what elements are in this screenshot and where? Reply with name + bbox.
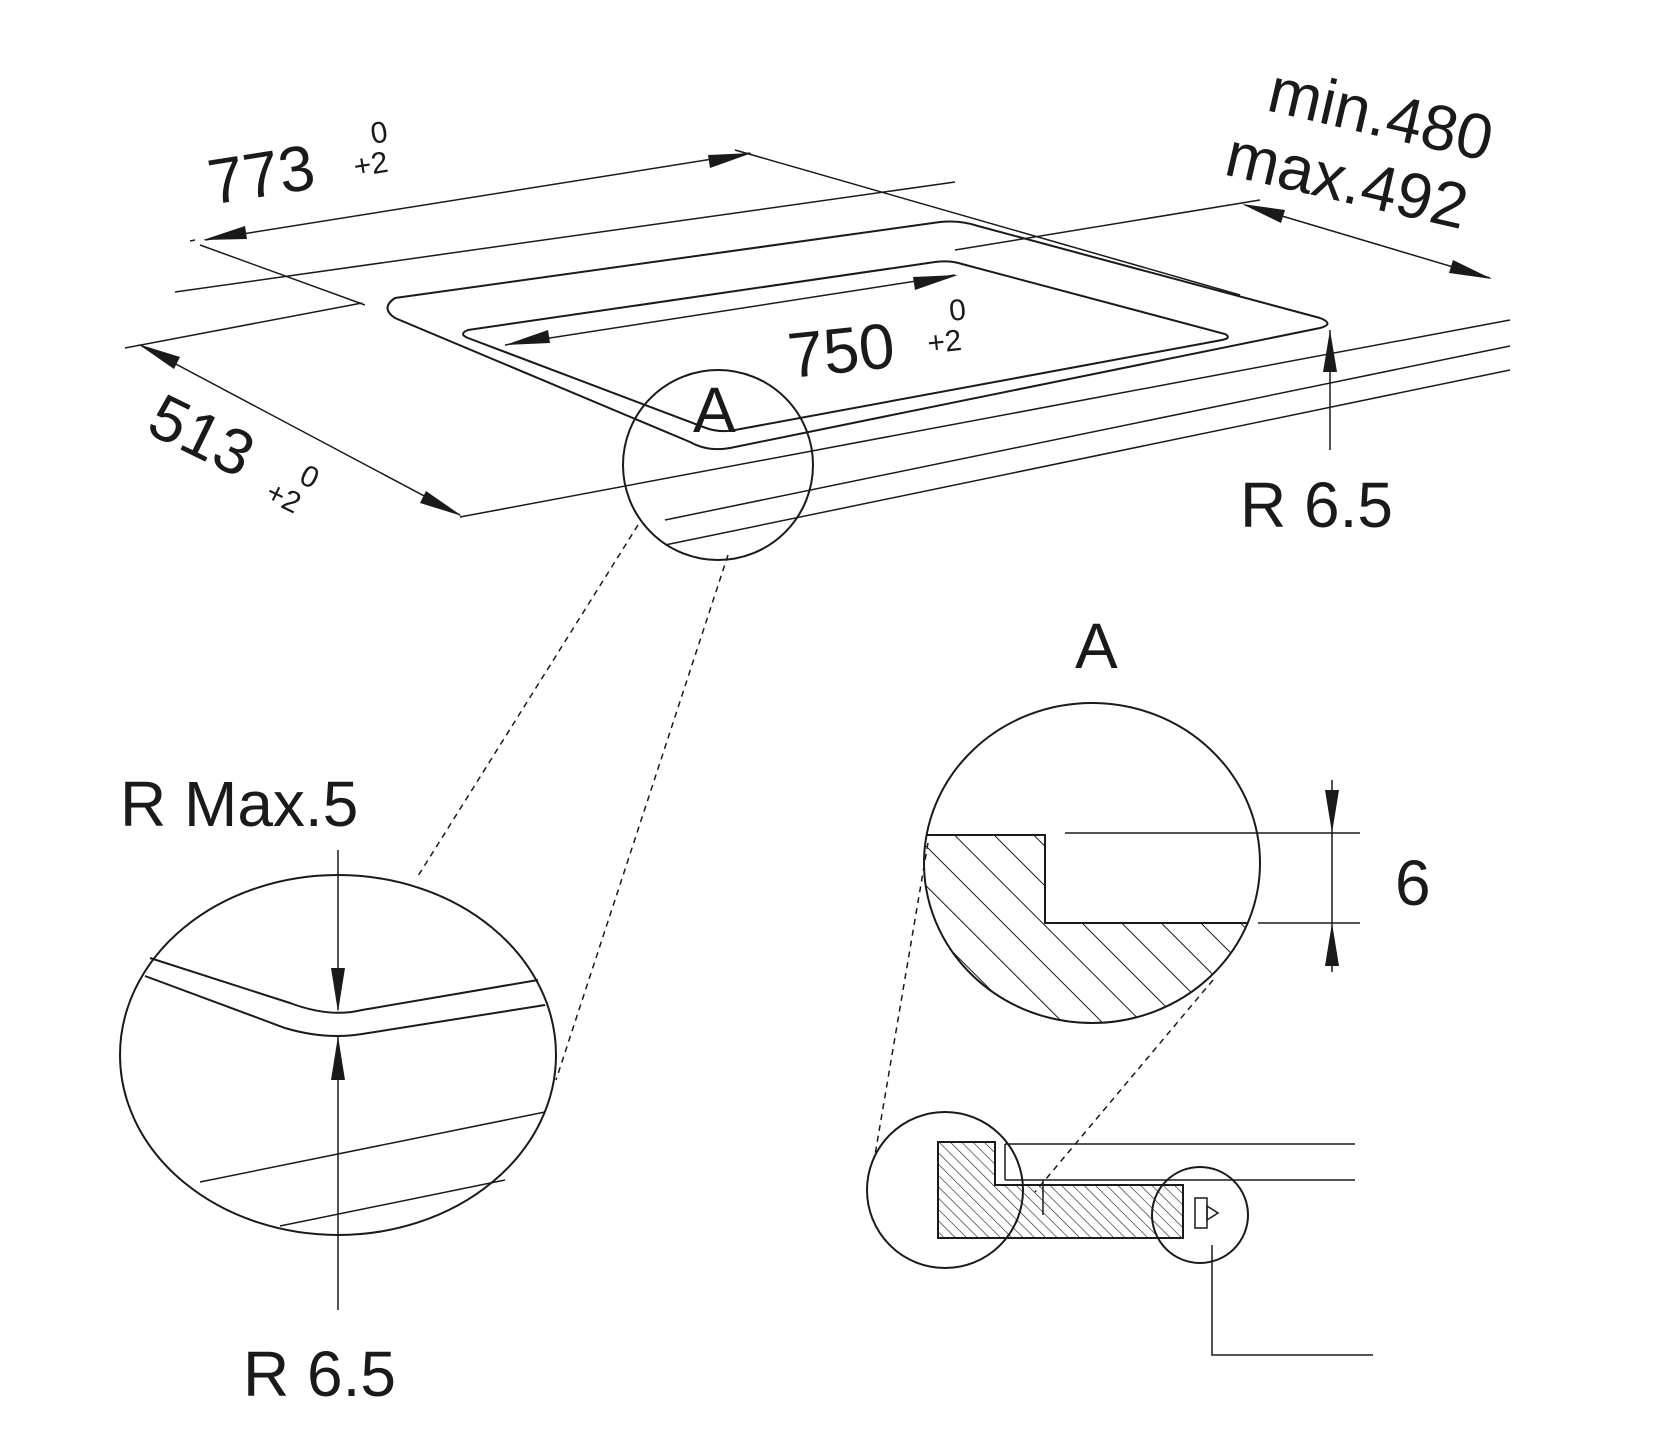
arrow-750-right bbox=[913, 275, 958, 290]
corner-radius-top: R 6.5 bbox=[1240, 469, 1393, 541]
section-detail: A 6 bbox=[866, 610, 1431, 1356]
dim-line-minmax bbox=[1244, 204, 1491, 279]
arrow-minmax-right bbox=[1449, 260, 1492, 279]
arrow-rmax bbox=[331, 968, 345, 1012]
section-hatch bbox=[924, 834, 1260, 1023]
dim-line-513 bbox=[139, 344, 461, 516]
dim-513-value: 513 bbox=[138, 380, 266, 492]
dim-line-773 bbox=[204, 152, 751, 241]
arrow-513-top bbox=[138, 344, 180, 369]
radius-max-label: R Max.5 bbox=[120, 768, 358, 840]
dim-773-value: 773 bbox=[203, 131, 320, 219]
corner-lower-edge bbox=[144, 975, 546, 1037]
arrow-750-left bbox=[505, 330, 550, 345]
outer-cutout bbox=[386, 220, 1329, 451]
arrow-6-bottom bbox=[1325, 923, 1339, 966]
worktop-back-line bbox=[174, 181, 956, 293]
arrow-minmax-left bbox=[1242, 204, 1285, 223]
section-mark-detail: A bbox=[1075, 610, 1118, 682]
arrow-6-top bbox=[1325, 790, 1339, 833]
projection-dash-left-2 bbox=[555, 554, 729, 1081]
ext-line-773-right bbox=[734, 149, 1241, 296]
projection-dash-left-1 bbox=[417, 524, 639, 877]
sensor-icon bbox=[1194, 1197, 1208, 1229]
worktop-front-edge bbox=[459, 319, 1511, 518]
corner-upper-edge bbox=[149, 957, 539, 1014]
arrow-513-bottom bbox=[420, 491, 462, 516]
inner-cutout bbox=[462, 260, 1229, 433]
worktop-front-edge-2 bbox=[664, 345, 1511, 521]
step-height-label: 6 bbox=[1395, 847, 1431, 919]
dim-line-750 bbox=[504, 274, 956, 346]
arrow-773-left bbox=[203, 226, 247, 240]
worktop-front-edge-3 bbox=[664, 369, 1511, 546]
ext-line-minmax bbox=[954, 199, 1261, 251]
ext-line-773-left bbox=[199, 244, 366, 306]
arrow-r65-bottom bbox=[331, 1036, 345, 1080]
projection-dash-right-1 bbox=[874, 842, 929, 1156]
corner-lower-line-1 bbox=[199, 1111, 546, 1183]
section-ellipse bbox=[923, 702, 1261, 1024]
detail-circle-top bbox=[622, 369, 814, 561]
projection-dash-right-2 bbox=[1034, 979, 1214, 1193]
dim-750-value: 750 bbox=[784, 309, 898, 392]
arrow-r65-top bbox=[1323, 330, 1337, 372]
radius-bottom-label: R 6.5 bbox=[243, 1338, 396, 1410]
dim-773-tol-lower: +2 bbox=[351, 146, 390, 184]
leader-sensor bbox=[1211, 1245, 1373, 1356]
small-section-hatch bbox=[937, 1141, 1184, 1239]
dim-773-tol-upper: 0 bbox=[368, 116, 390, 151]
corner-lower-line-2 bbox=[279, 1179, 506, 1227]
corner-detail: R Max.5 R 6.5 bbox=[119, 768, 557, 1410]
sensor-arrow-icon bbox=[1206, 1204, 1220, 1222]
perspective-view: 773 0 +2 750 0 +2 513 0 +2 min.480 max.4… bbox=[124, 53, 1511, 561]
worktop-left-line bbox=[124, 302, 363, 349]
dim-750-tol-upper: 0 bbox=[948, 293, 968, 328]
section-mark-top: A bbox=[693, 374, 736, 446]
dim-750-tol-lower: +2 bbox=[926, 324, 963, 360]
arrow-773-right bbox=[708, 153, 752, 168]
